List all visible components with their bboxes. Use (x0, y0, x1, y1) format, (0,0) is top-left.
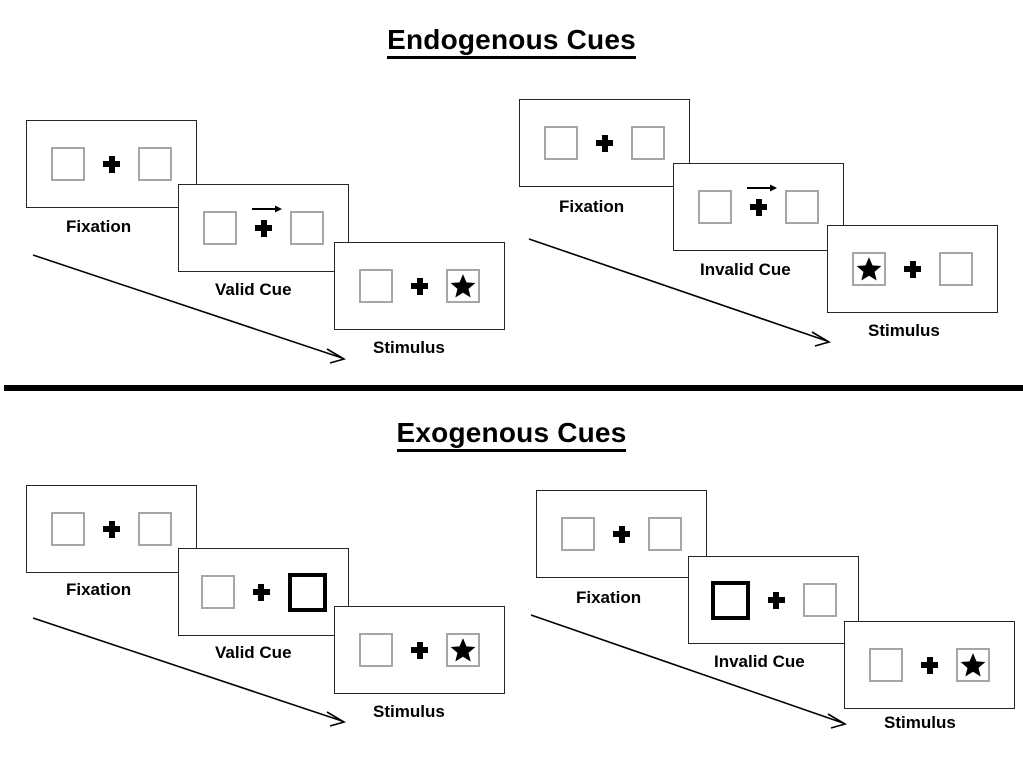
placeholder-square-right (939, 252, 973, 286)
placeholder-square-left (544, 126, 578, 160)
stage-label-exogenous-invalid-cue: Invalid Cue (714, 652, 805, 671)
frame-exogenous-valid-fixation (26, 485, 197, 573)
cue-arrow-right-icon (746, 182, 778, 194)
star-target-icon (450, 637, 476, 663)
cued-square-left (710, 580, 750, 620)
target-square-right (956, 648, 990, 682)
frame-content (561, 517, 682, 551)
frame-content (203, 205, 324, 245)
placeholder-square-left (698, 190, 732, 224)
stage-label-endogenous-invalid-fixation: Fixation (559, 197, 625, 216)
target-square-left (852, 252, 886, 286)
stage-label-exogenous-valid-fixation: Fixation (66, 580, 132, 599)
cue-arrow-right-icon (251, 203, 283, 215)
placeholder-square-right (785, 190, 819, 224)
frame-exogenous-invalid-cue (688, 556, 859, 644)
placeholder-square-left (869, 648, 903, 682)
fixation-cross-icon (411, 641, 428, 659)
fixation-cross-icon (596, 134, 613, 152)
placeholder-square-right (138, 512, 172, 546)
stage-label-exogenous-invalid-stimulus: Stimulus (884, 713, 956, 732)
frame-content (51, 512, 172, 546)
section-title-endogenous: Endogenous Cues (0, 24, 1023, 59)
star-target-icon (450, 273, 476, 299)
frame-content (200, 572, 327, 612)
placeholder-square-right (138, 147, 172, 181)
star-target-icon (856, 256, 882, 282)
stage-label-endogenous-invalid-cue: Invalid Cue (700, 260, 791, 279)
target-square-right (446, 269, 480, 303)
frame-endogenous-invalid-fixation (519, 99, 690, 187)
placeholder-square-left (561, 517, 595, 551)
section-divider (4, 385, 1023, 391)
fixation-cross-icon (251, 205, 282, 237)
frame-exogenous-valid-cue (178, 548, 349, 636)
frame-content (852, 252, 973, 286)
placeholder-square-right (631, 126, 665, 160)
placeholder-square-left (51, 512, 85, 546)
star-target-icon (960, 652, 986, 678)
frame-endogenous-valid-fixation (26, 120, 197, 208)
frame-exogenous-valid-stimulus (334, 606, 505, 694)
frame-content (359, 269, 480, 303)
stage-label-endogenous-valid-fixation: Fixation (66, 217, 132, 236)
section-title-exogenous-text: Exogenous Cues (396, 417, 627, 452)
placeholder-square-left (51, 147, 85, 181)
placeholder-square-left (203, 211, 237, 245)
frame-exogenous-invalid-fixation (536, 490, 707, 578)
section-title-exogenous: Exogenous Cues (0, 417, 1023, 452)
fixation-cross-icon (103, 520, 120, 538)
frame-endogenous-invalid-cue (673, 163, 844, 251)
fixation-cross-icon (613, 525, 630, 543)
stage-label-exogenous-valid-stimulus: Stimulus (373, 702, 445, 721)
placeholder-square-left (359, 269, 393, 303)
placeholder-square-left (359, 633, 393, 667)
cued-square-right (287, 572, 327, 612)
fixation-cross-icon (921, 656, 938, 674)
placeholder-square-right (802, 583, 837, 617)
fixation-cross-icon (411, 277, 428, 295)
fixation-cross-icon (904, 260, 921, 278)
frame-endogenous-valid-cue (178, 184, 349, 272)
flow-arrow-endogenous-invalid (526, 234, 841, 354)
fixation-cross-icon (746, 184, 777, 216)
fixation-cross-icon (767, 591, 785, 609)
placeholder-square-left (200, 575, 235, 609)
target-square-right (446, 633, 480, 667)
frame-content (698, 184, 819, 224)
placeholder-square-right (290, 211, 324, 245)
frame-endogenous-invalid-stimulus (827, 225, 998, 313)
frame-content (710, 580, 837, 620)
fixation-cross-icon (252, 583, 270, 601)
stage-label-endogenous-invalid-stimulus: Stimulus (868, 321, 940, 340)
placeholder-square-right (648, 517, 682, 551)
stage-label-exogenous-invalid-fixation: Fixation (576, 588, 642, 607)
section-title-endogenous-text: Endogenous Cues (387, 24, 636, 59)
stage-label-exogenous-valid-cue: Valid Cue (215, 643, 292, 662)
frame-content (869, 648, 990, 682)
frame-endogenous-valid-stimulus (334, 242, 505, 330)
fixation-cross-icon (103, 155, 120, 173)
stage-label-endogenous-valid-cue: Valid Cue (215, 280, 292, 299)
stage-label-endogenous-valid-stimulus: Stimulus (373, 338, 445, 357)
frame-content (359, 633, 480, 667)
frame-content (544, 126, 665, 160)
frame-content (51, 147, 172, 181)
frame-exogenous-invalid-stimulus (844, 621, 1015, 709)
